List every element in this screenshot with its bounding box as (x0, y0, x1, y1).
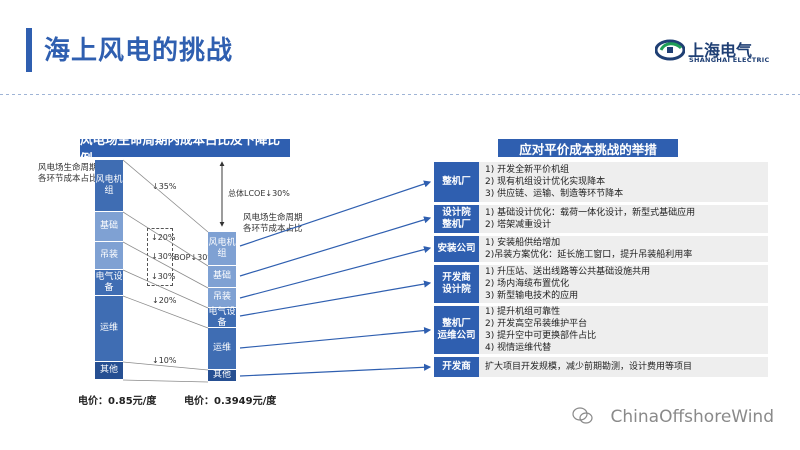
measure-label-2: 安装公司 (434, 236, 479, 262)
right-section-header: 应对平价成本挑战的举措 (498, 139, 678, 157)
watermark-text: ChinaOffshoreWind (610, 407, 774, 427)
bar1-segment-om: 运维 (95, 296, 123, 362)
reduction-turbine: ↓35% (152, 182, 177, 191)
measure-box-4: 1) 提升机组可靠性 2) 开发高空吊装维护平台 3) 提升空中可更换部件占比 … (479, 306, 768, 354)
bar1-segment-installation: 吊装 (95, 242, 123, 270)
bar1-stack: 风电机组 基础 吊装 电气设备 运维 其他 (95, 160, 123, 380)
logo-name: 上海电气 (688, 41, 753, 60)
bar1-segment-electrical: 电气设备 (95, 270, 123, 296)
measure-3-line-2: 3) 新型输电技术的应用 (485, 291, 579, 301)
bop-dashed-box (147, 228, 173, 286)
measure-4-line-2: 3) 提升空中可更换部件占比 (485, 331, 597, 341)
shanghai-electric-logo-icon (655, 39, 685, 61)
measure-box-5: 扩大项目开发规模，减少前期勘测，设计费用等项目 (479, 357, 768, 377)
measure-0-line-1: 2) 现有机组设计优化实现降本 (485, 177, 606, 187)
measure-0-line-2: 3) 供应链、运输、制造等环节降本 (485, 189, 624, 199)
bar2-stack: 风电机组 基础 吊装 电气设备 运维 其他 (208, 232, 236, 382)
reduction-total-lcoe: 总体LCOE↓30% (228, 189, 290, 198)
title-divider (0, 94, 800, 95)
measure-label-1: 设计院 整机厂 (434, 205, 479, 233)
bar2-segment-turbine: 风电机组 (208, 232, 236, 266)
measure-1-line-1: 2) 塔架减重设计 (485, 220, 552, 230)
measure-4-line-3: 4) 视情运维代替 (485, 343, 552, 353)
bar1-caption: 风电场生命周期各环节成本占比 (38, 163, 98, 184)
measure-3-line-0: 1) 升压站、送出线路等公共基础设施共用 (485, 267, 651, 277)
bar1-segment-turbine: 风电机组 (95, 160, 123, 212)
bar1-segment-other: 其他 (95, 362, 123, 380)
measure-label-3: 开发商 设计院 (434, 265, 479, 303)
price-after: 电价：0.3949元/度 (184, 396, 277, 407)
page-title: 海上风电的挑战 (44, 36, 234, 66)
measure-0-line-0: 1) 开发全新平价机组 (485, 165, 570, 175)
title-accent-bar (26, 28, 32, 72)
left-section-header: 风电场生命周期内成本占比及下降比例 (80, 132, 290, 166)
logo-subtitle: SHANGHAI ELECTRIC (689, 56, 770, 64)
measure-box-0: 1) 开发全新平价机组 2) 现有机组设计优化实现降本 3) 供应链、运输、制造… (479, 162, 768, 202)
measure-label-5: 开发商 (434, 357, 479, 377)
measure-2-line-1: 2)吊装方案优化：延长施工窗口，提升吊装船利用率 (485, 250, 693, 260)
measure-2-line-0: 1) 安装船供给增加 (485, 238, 561, 248)
bar2-segment-other: 其他 (208, 370, 236, 382)
bar2-segment-electrical: 电气设备 (208, 306, 236, 328)
bar2-segment-installation: 吊装 (208, 288, 236, 308)
reduction-other: ↓10% (152, 356, 177, 365)
reduction-installation: ↓30% (151, 252, 176, 261)
measure-box-3: 1) 升压站、送出线路等公共基础设施共用 2) 场内海缆布置优化 3) 新型输电… (479, 265, 768, 303)
bar1-segment-foundation: 基础 (95, 212, 123, 242)
measure-label-4: 整机厂 运维公司 (434, 306, 479, 354)
wechat-icon (572, 407, 593, 424)
measure-5-line-0: 扩大项目开发规模，减少前期勘测，设计费用等项目 (485, 362, 693, 372)
measure-box-2: 1) 安装船供给增加 2)吊装方案优化：延长施工窗口，提升吊装船利用率 (479, 236, 768, 262)
measure-3-line-1: 2) 场内海缆布置优化 (485, 279, 570, 289)
measure-label-0: 整机厂 (434, 162, 479, 202)
bar2-segment-om: 运维 (208, 328, 236, 370)
measure-4-line-1: 2) 开发高空吊装维护平台 (485, 319, 588, 329)
reduction-electrical: ↓30% (151, 272, 176, 281)
reduction-om: ↓20% (152, 296, 177, 305)
measure-box-1: 1) 基础设计优化：载荷一体化设计，新型式基础应用 2) 塔架减重设计 (479, 205, 768, 233)
price-before: 电价：0.85元/度 (78, 396, 157, 407)
bar2-segment-foundation: 基础 (208, 266, 236, 288)
bar2-caption: 风电场生命周期各环节成本占比 (243, 213, 303, 234)
measure-1-line-0: 1) 基础设计优化：载荷一体化设计，新型式基础应用 (485, 208, 696, 218)
measure-4-line-0: 1) 提升机组可靠性 (485, 307, 561, 317)
